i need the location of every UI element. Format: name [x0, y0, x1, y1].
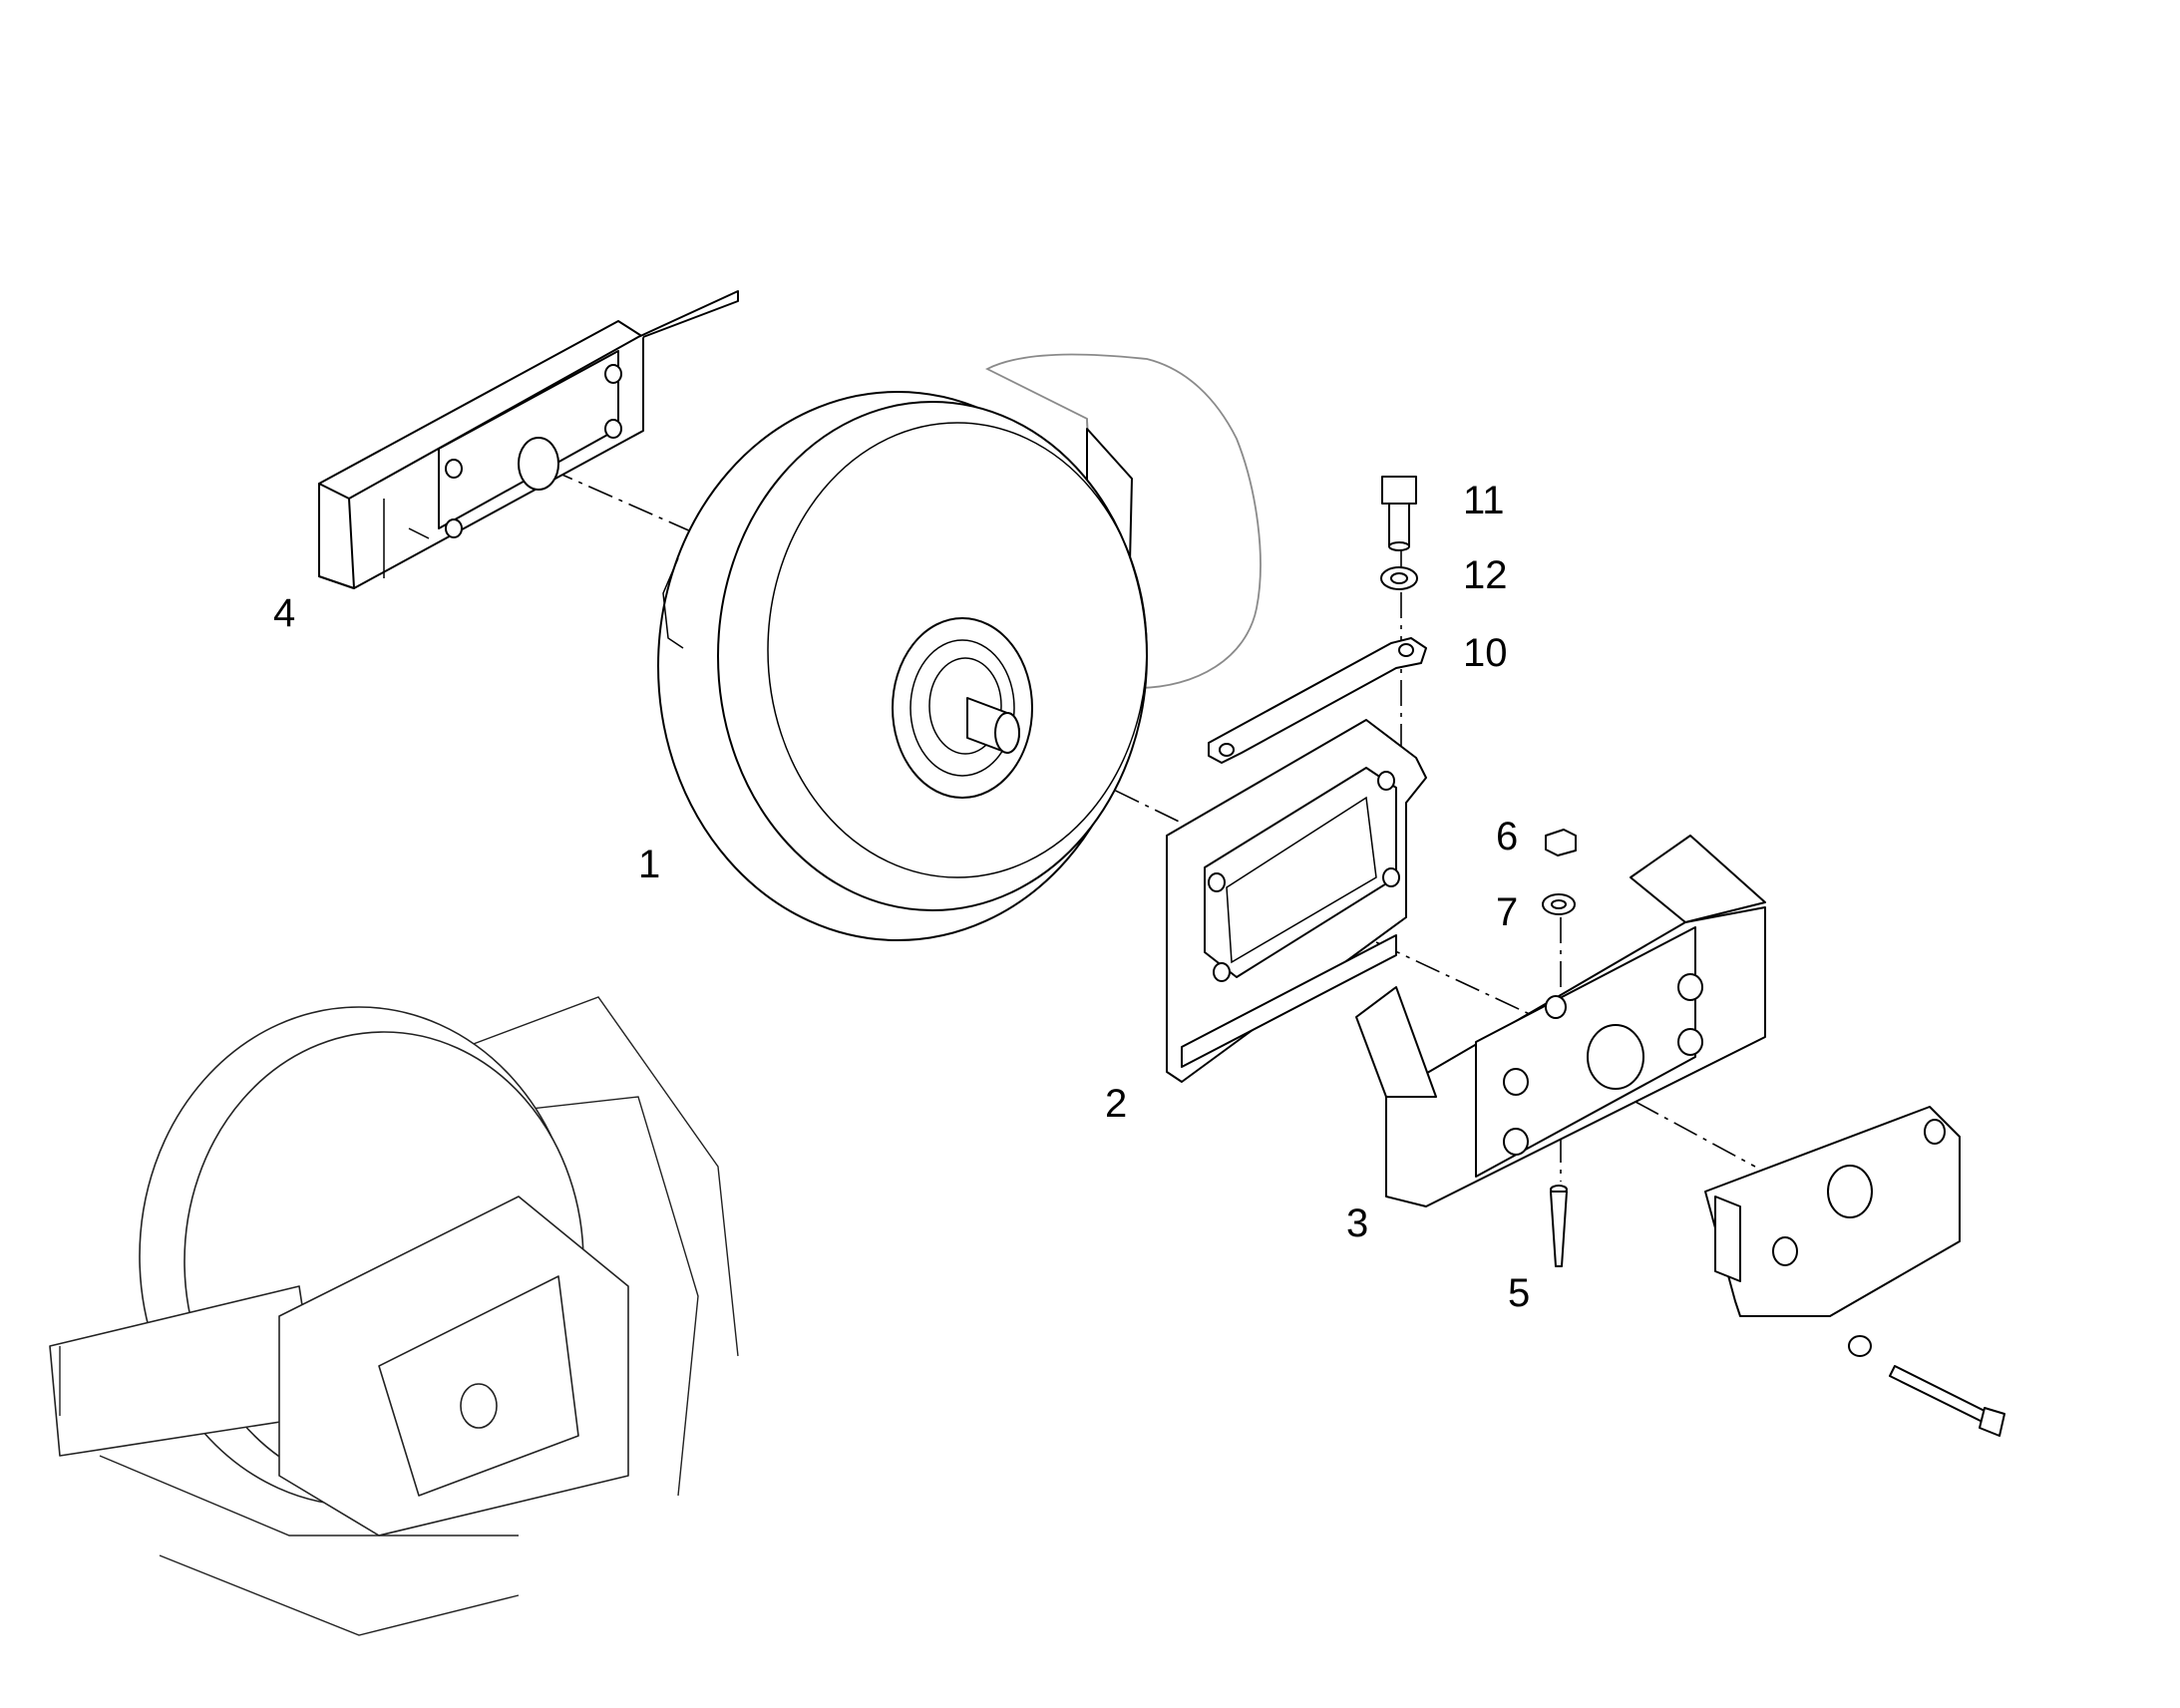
callout-12: 12: [1463, 553, 1508, 597]
callout-10: 10: [1463, 631, 1508, 675]
part-4-bracket[interactable]: [318, 290, 739, 589]
part-2-mounting-plate[interactable]: [1166, 719, 1427, 1083]
part-10-shim[interactable]: [1208, 637, 1427, 764]
part-3-housing[interactable]: [1355, 835, 1766, 1207]
context-inset-assembly: [49, 996, 739, 1636]
callout-5: 5: [1508, 1271, 1530, 1315]
part-6-nut[interactable]: [1545, 829, 1577, 856]
callout-4: 4: [273, 591, 295, 635]
callout-7: 7: [1496, 890, 1518, 934]
callout-1: 1: [638, 843, 660, 886]
part-5-pin[interactable]: [1550, 1185, 1568, 1267]
callouts: 1 2 3 4 5 6 7 10 11 12: [273, 479, 1530, 1315]
part-1-idler-wheel[interactable]: [657, 391, 1148, 941]
callout-11: 11: [1463, 479, 1505, 522]
sub-assembly-plate: [1704, 1106, 2005, 1437]
callout-6: 6: [1496, 815, 1518, 858]
part-12-washer[interactable]: [1380, 566, 1418, 590]
part-11-bolt[interactable]: [1381, 476, 1417, 551]
callout-3: 3: [1346, 1201, 1368, 1245]
part-7-washer[interactable]: [1542, 893, 1576, 915]
callout-2: 2: [1105, 1082, 1127, 1126]
